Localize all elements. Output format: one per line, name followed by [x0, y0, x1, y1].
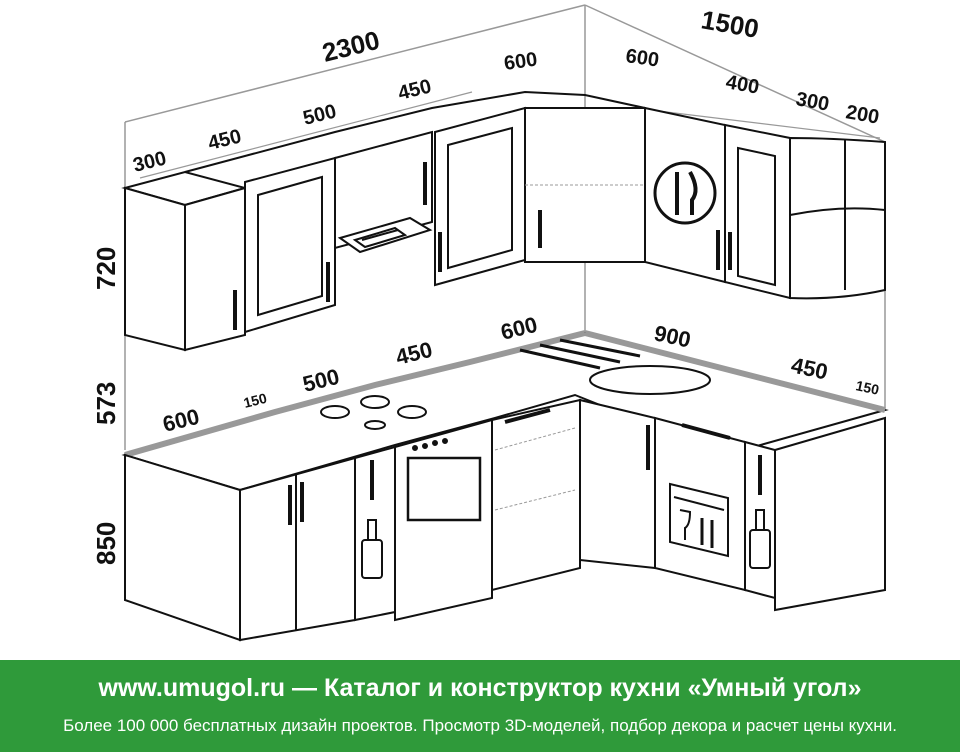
dim-base-150: 150 [242, 390, 269, 411]
upper-corner-cabinet-600 [524, 107, 646, 263]
range-hood-icon [352, 226, 408, 249]
dim-upper-300-right: 300 [794, 88, 831, 115]
dim-base-600-corner: 600 [498, 312, 540, 345]
dim-upper-450: 450 [206, 125, 244, 154]
banner-subtitle: Более 100 000 бесплатных дизайн проектов… [63, 716, 897, 735]
dim-upper-500: 500 [301, 100, 339, 129]
upper-cabinet-hood-500 [334, 130, 433, 254]
dim-total-left: 2300 [319, 25, 382, 68]
dim-upper-600-left: 600 [503, 49, 539, 75]
stove-500 [394, 418, 493, 622]
base-cabinet-450 [491, 398, 581, 592]
dim-upper-400: 400 [724, 71, 761, 98]
dim-height-850: 850 [91, 522, 121, 565]
dim-upper-600-right: 600 [624, 45, 660, 71]
base-corner-cabinet [579, 398, 656, 570]
dim-base-900: 900 [652, 320, 693, 352]
base-cabinet-600 [124, 453, 356, 642]
dim-total-right: 1500 [699, 4, 761, 44]
sink-icon [519, 338, 711, 395]
bottle-icon [361, 519, 383, 579]
base-bottle-rack-right [744, 440, 776, 600]
bottle-icon [749, 509, 771, 569]
base-cabinet-right-end [774, 416, 886, 612]
fork-knife-icon [653, 161, 717, 225]
dim-height-720: 720 [91, 247, 121, 290]
dim-height-573: 573 [91, 382, 121, 425]
upper-cabinet-450-glass-2 [434, 106, 526, 287]
upper-open-shelf-300-200 [789, 136, 886, 300]
upper-cabinet-450-glass [244, 156, 336, 334]
dim-upper-450-2: 450 [396, 75, 434, 104]
dishwasher-450 [654, 416, 746, 592]
upper-cabinet-400-glass [724, 123, 791, 300]
kitchen-diagram: 2300 1500 300 450 500 450 600 600 400 30… [91, 4, 889, 642]
dim-upper-200: 200 [844, 101, 881, 128]
promo-banner: www.umugol.ru — Каталог и конструктор ку… [0, 660, 960, 752]
countertop [121, 330, 889, 492]
base-bottle-rack-150 [354, 445, 396, 622]
dim-base-500: 500 [300, 364, 342, 397]
hob-icon [320, 395, 427, 430]
dishwasher-icon [669, 482, 729, 558]
banner-title[interactable]: www.umugol.ru — Каталог и конструктор ку… [98, 674, 862, 702]
upper-cabinet-600-right [644, 106, 726, 284]
dim-base-450: 450 [393, 337, 435, 370]
dim-base-150-right: 150 [854, 377, 880, 398]
upper-cabinet-300 [121, 170, 249, 352]
dim-base-450-right: 450 [789, 352, 830, 384]
